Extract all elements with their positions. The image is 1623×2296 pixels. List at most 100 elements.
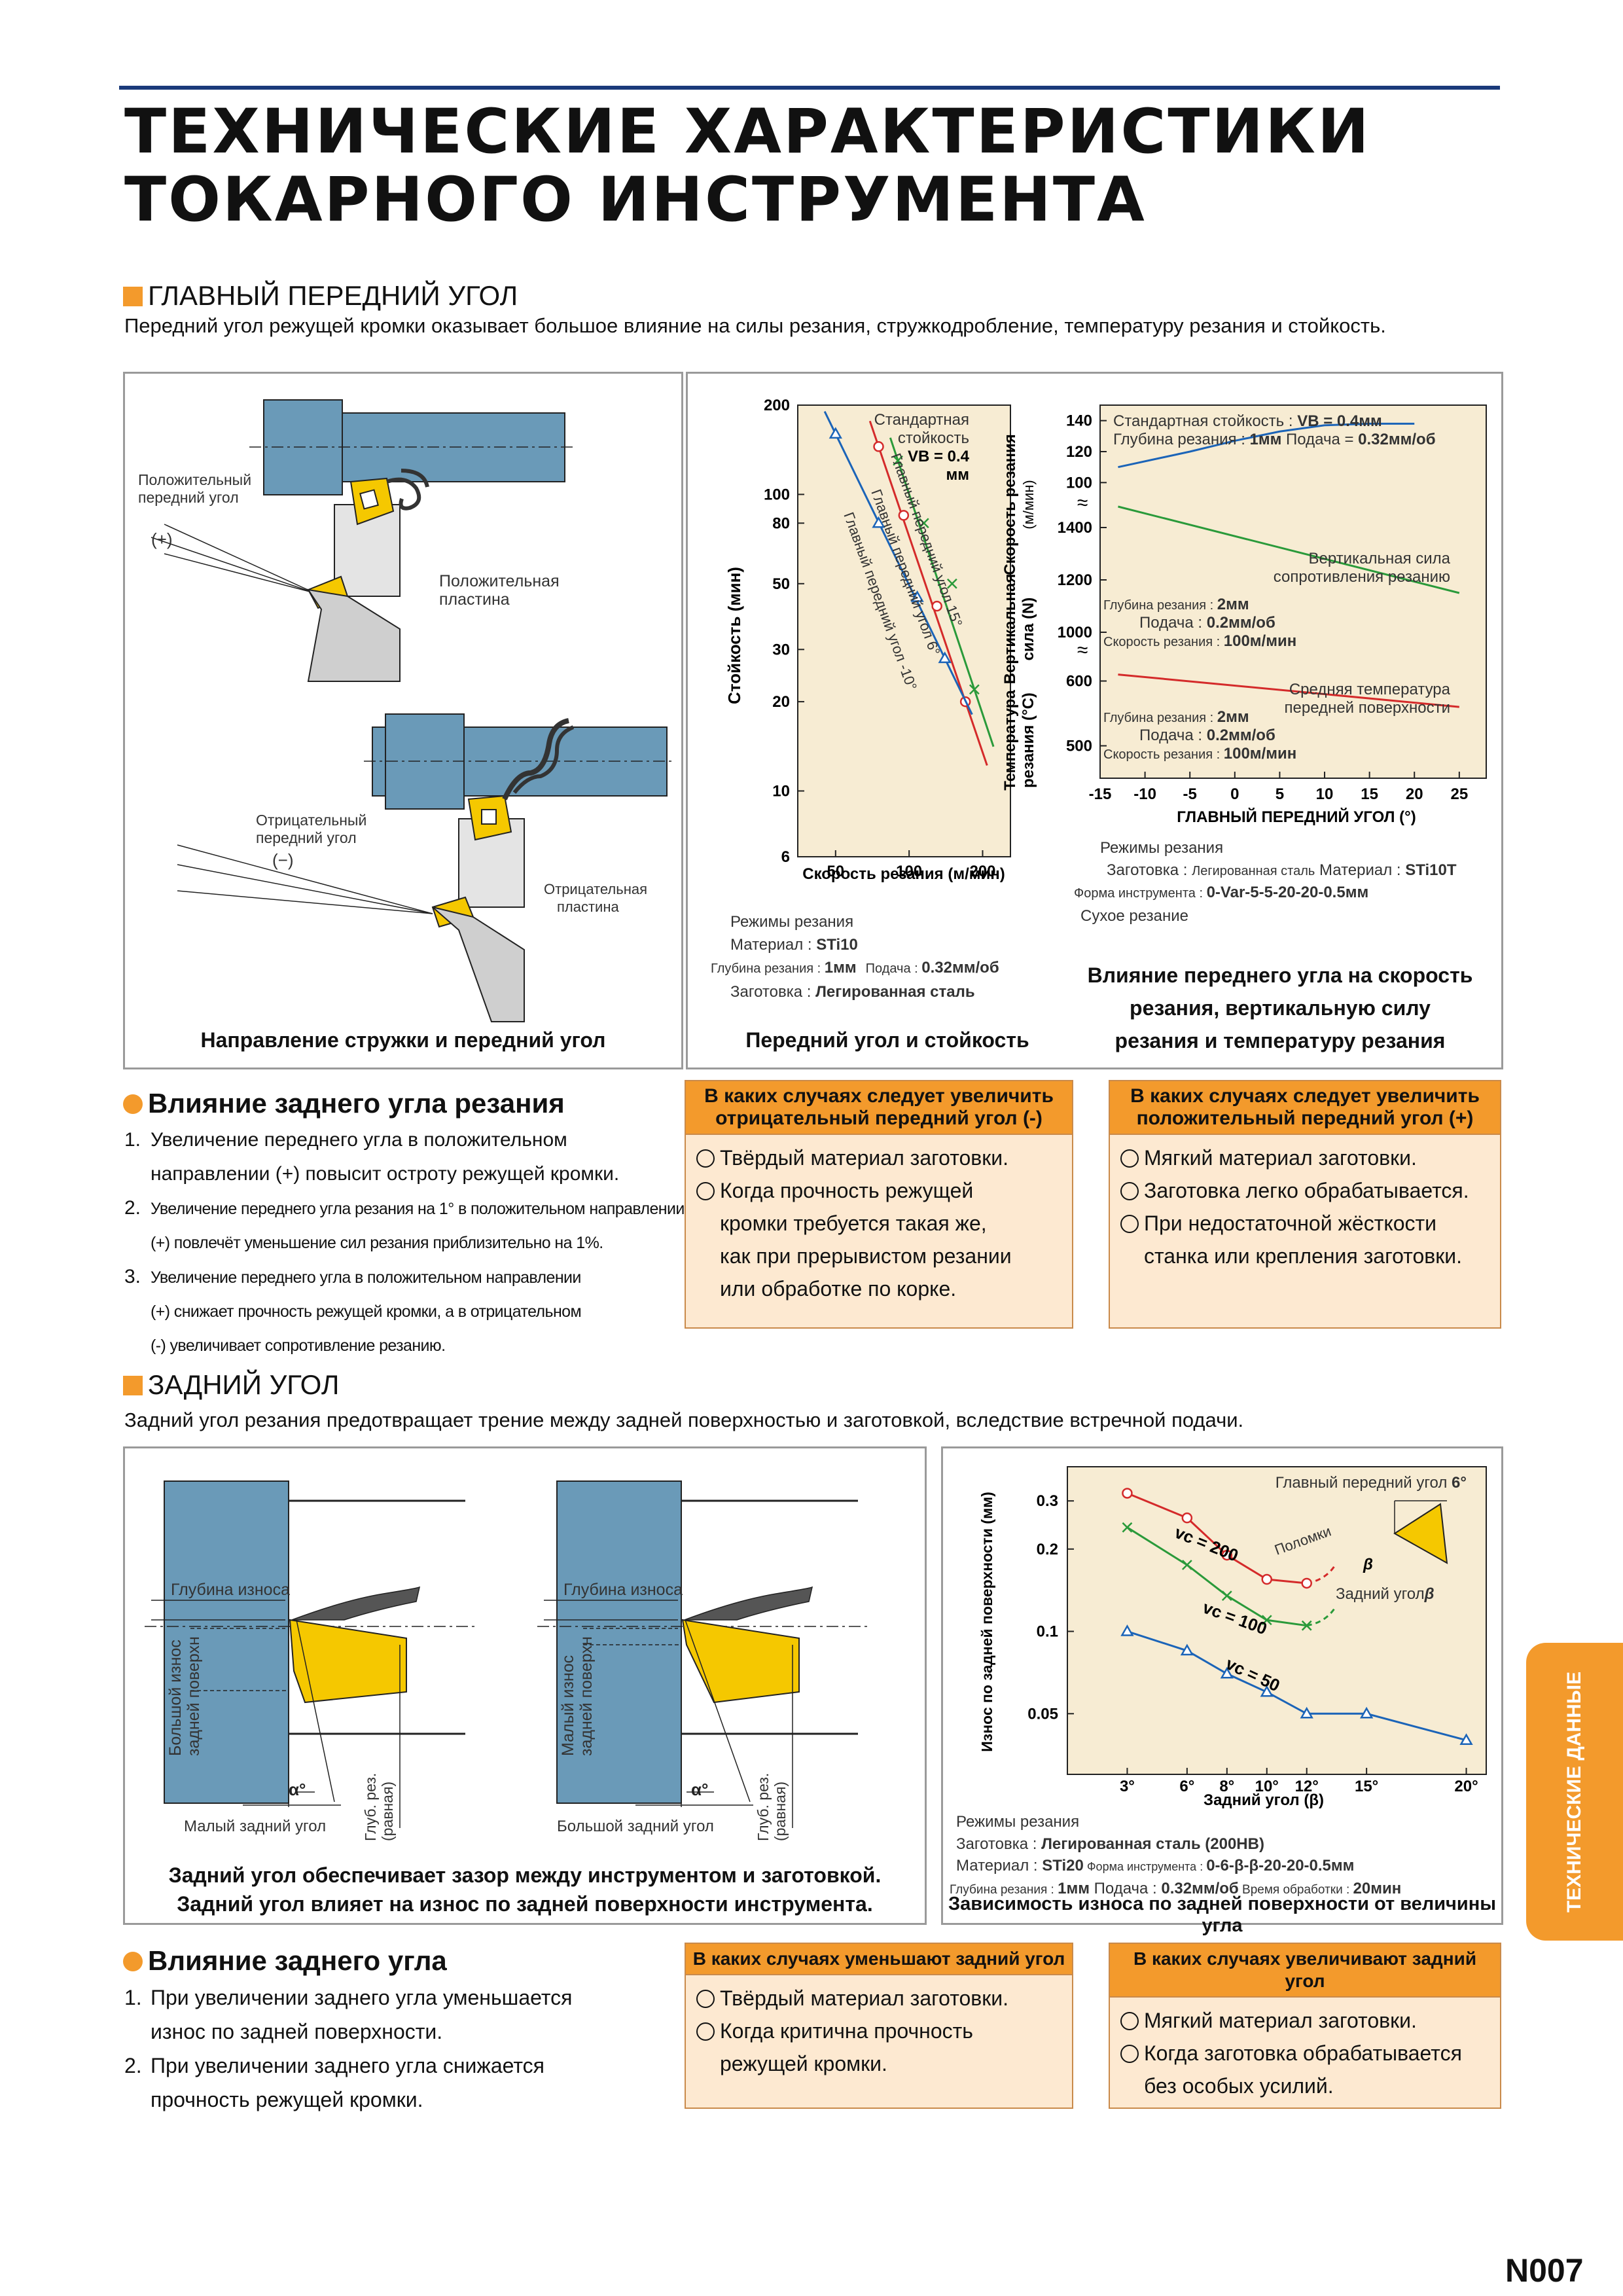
y-tick-label: 0.1 bbox=[1037, 1623, 1058, 1641]
increase-relief-box: В каких случаях увеличивают задний угол … bbox=[1109, 1943, 1501, 2109]
tool-life-note-1: Стандартная bbox=[874, 411, 969, 429]
y-tick-label: 0.05 bbox=[1027, 1705, 1058, 1723]
section-side-tab[interactable]: ТЕХНИЧЕСКИЕ ДАННЫЕ bbox=[1526, 1643, 1623, 1941]
data-point bbox=[1300, 1706, 1313, 1719]
data-point bbox=[1301, 1577, 1312, 1589]
flank-cond-mat: Материал : STi20 Форма инструмента : 0-6… bbox=[956, 1857, 1354, 1874]
force-ylabel-unit: сила (N) bbox=[1020, 598, 1037, 661]
depth-eq-left-2: (равная) bbox=[379, 1782, 396, 1841]
chip-direction-diagram: Положительный передний угол (+) Положите… bbox=[138, 399, 671, 1022]
y-tick-label: 80 bbox=[772, 514, 790, 532]
tool-life-note-2: стойкость bbox=[898, 429, 969, 447]
small-wear-label-1: Малый износ bbox=[559, 1655, 577, 1756]
depth-eq-right-1: Глуб. рез. bbox=[755, 1773, 772, 1841]
y-tick-label: 100 bbox=[1066, 474, 1092, 492]
series-line bbox=[1118, 422, 1415, 469]
x-tick-label: 6° bbox=[1179, 1778, 1194, 1795]
list-item: 3.Увеличение переднего угла в положитель… bbox=[124, 1266, 581, 1287]
x-tick-label: 20° bbox=[1454, 1778, 1478, 1795]
list-item-cont: (+) снижает прочность режущей кромки, а … bbox=[151, 1302, 582, 1321]
temp-cond-speed: Скорость резания : 100м/мин bbox=[1103, 745, 1296, 762]
flank-wear-ylabel: Износ по задней поверхности (мм) bbox=[978, 1492, 995, 1752]
list-item: Заготовка легко обрабатывается. bbox=[1110, 1174, 1500, 1207]
series-extension bbox=[1306, 1605, 1337, 1627]
small-wear-label-2: задней поверхн bbox=[577, 1636, 596, 1756]
relief-effect-heading: Влияние заднего угла bbox=[123, 1945, 447, 1977]
force-label-1: Вертикальная сила bbox=[1309, 550, 1451, 567]
chip-direction-panel: Положительный передний угол (+) Положите… bbox=[123, 372, 683, 1069]
data-point bbox=[969, 684, 980, 695]
data-point bbox=[910, 590, 924, 602]
x-tick-label: 100 bbox=[896, 863, 922, 880]
list-item-cont: без особых усилий. bbox=[1144, 2074, 1334, 2098]
page-number: N007 bbox=[1505, 2252, 1584, 2289]
list-item: Твёрдый материал заготовки. bbox=[686, 1141, 1072, 1174]
y-tick-label: 6 bbox=[781, 848, 790, 866]
y-tick-label: 20 bbox=[772, 693, 790, 711]
temp-cond-feed: Подача : 0.2мм/об bbox=[1139, 726, 1275, 744]
y-tick-label: 100 bbox=[764, 486, 790, 503]
data-point bbox=[1220, 1666, 1234, 1679]
data-point bbox=[1122, 1488, 1133, 1499]
rake-effect-note-1: Стандартная стойкость : VB = 0.4мм bbox=[1113, 412, 1382, 430]
y-tick-label: 1000 bbox=[1058, 624, 1092, 641]
list-item: 1.Увеличение переднего угла в положитель… bbox=[124, 1129, 567, 1151]
rake-effect-list: 1.Увеличение переднего угла в положитель… bbox=[124, 1123, 685, 1363]
tool-life-cond-wp: Заготовка : Легированная сталь bbox=[730, 983, 975, 1001]
tool-life-cond-material: Материал : STi10 bbox=[730, 936, 858, 954]
tool-life-cond-title: Режимы резания bbox=[730, 913, 853, 931]
increase-relief-box-title: В каких случаях увеличивают задний угол bbox=[1110, 1944, 1500, 1998]
data-point bbox=[1181, 1560, 1192, 1570]
y-tick-label: 1400 bbox=[1058, 519, 1092, 537]
flank-cond-wp: Заготовка : Легированная сталь (200HB) bbox=[956, 1835, 1264, 1853]
speed-ylabel: Скорость резания bbox=[1001, 434, 1019, 575]
temp-cond-depth: Глубина резания : 2мм bbox=[1103, 708, 1249, 726]
series-line bbox=[868, 420, 988, 766]
series-line bbox=[889, 437, 995, 747]
wear-depth-right: Глубина износа bbox=[563, 1581, 683, 1599]
flank-wear-xlabel: Задний угол (β) bbox=[1204, 1791, 1324, 1809]
data-point bbox=[1459, 1733, 1473, 1746]
depth-eq-left-1: Глуб. рез. bbox=[362, 1773, 379, 1841]
temp-ylabel: Температура bbox=[1001, 690, 1019, 791]
relief-effect-list: 1.При увеличении заднего угла уменьшаетс… bbox=[124, 1981, 572, 2117]
y-tick-label: 50 bbox=[772, 575, 790, 593]
force-ylabel: Вертикальная bbox=[1001, 574, 1019, 685]
x-tick-label: 3° bbox=[1120, 1778, 1135, 1795]
list-item-cont: износ по задней поверхности. bbox=[151, 2020, 443, 2043]
big-wear-label-1: Большой износ bbox=[166, 1640, 185, 1756]
rake-heading: ГЛАВНЫЙ ПЕРЕДНИЙ УГОЛ bbox=[123, 280, 518, 312]
rake-effect-plot-area bbox=[1099, 404, 1487, 779]
data-point bbox=[873, 441, 884, 452]
force-cond-speed: Скорость резания : 100м/мин bbox=[1103, 632, 1296, 650]
x-tick-label: 5 bbox=[1275, 785, 1284, 803]
tool-life-note-3: VB = 0.4 bbox=[908, 448, 970, 465]
alpha-right: α° bbox=[691, 1780, 708, 1799]
flank-wear-caption: Зависимость износа по задней поверхности… bbox=[948, 1893, 1497, 1936]
data-point bbox=[872, 516, 885, 528]
rake-effect-cond-wp: Заготовка : Легированная сталь Материал … bbox=[1107, 861, 1457, 879]
beta-symbol: β bbox=[1363, 1556, 1373, 1573]
temp-label-1: Средняя температура bbox=[1289, 681, 1451, 698]
chip-direction-caption: Направление стружки и передний угол bbox=[200, 1028, 606, 1052]
data-point bbox=[893, 455, 903, 466]
x-tick-label: 25 bbox=[1450, 785, 1468, 803]
y-tick-label: 200 bbox=[764, 397, 790, 414]
tool-life-note-4: мм bbox=[946, 466, 969, 484]
list-item-cont: прочность режущей кромки. bbox=[151, 2088, 423, 2111]
data-point bbox=[1120, 1624, 1134, 1636]
temp-ylabel-unit: резания (°C) bbox=[1020, 692, 1037, 788]
rake-effect-cond-title: Режимы резания bbox=[1100, 839, 1223, 857]
data-point bbox=[918, 518, 929, 529]
x-tick-label: 15 bbox=[1361, 785, 1378, 803]
x-tick-label: 10 bbox=[1316, 785, 1334, 803]
data-point bbox=[898, 510, 910, 521]
list-item-cont: станка или крепления заготовки. bbox=[1144, 1244, 1463, 1268]
data-point bbox=[1260, 1685, 1274, 1697]
